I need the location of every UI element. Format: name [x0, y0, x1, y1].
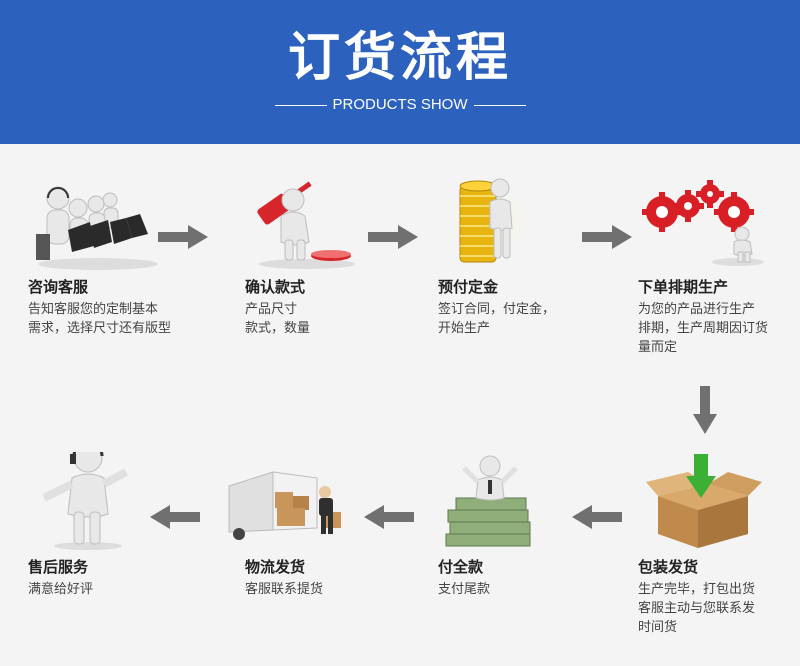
step-desc-line: 开始生产 — [438, 321, 491, 336]
step-name: 预付定金 — [438, 278, 499, 296]
headset-person-icon — [28, 452, 168, 552]
hammer-icon — [245, 172, 385, 272]
subtitle-line-right — [473, 104, 526, 106]
money-icon — [438, 452, 578, 552]
step-desc: 产品尺寸 款式，数量 — [245, 300, 415, 338]
step-name: 售后服务 — [28, 558, 89, 576]
step-desc-line: 支付尾款 — [438, 582, 491, 597]
step-desc-line: 排期，生产周期因订货 — [638, 321, 769, 336]
coins-icon — [438, 172, 578, 272]
step-name: 付全款 — [438, 558, 484, 576]
step-desc: 支付尾款 — [438, 580, 608, 599]
subtitle-line-left — [274, 104, 327, 106]
arrow-right-icon — [158, 222, 210, 252]
arrow-left-icon — [148, 502, 200, 532]
truck-icon — [225, 452, 365, 552]
step-desc: 为您的产品进行生产 排期，生产周期因订货 量而定 — [638, 300, 800, 357]
step-desc-line: 客服联系提货 — [245, 582, 324, 597]
step-name: 咨询客服 — [28, 278, 89, 296]
step-desc-line: 满意给好评 — [28, 582, 94, 597]
arrow-left-icon — [570, 502, 622, 532]
step-desc-line: 生产完毕，打包出货 — [638, 582, 756, 597]
step-desc-line: 客服主动与您联系发 — [638, 601, 756, 616]
step-name: 下单排期生产 — [638, 278, 729, 296]
step-desc: 签订合同，付定金， 开始生产 — [438, 300, 608, 338]
page-subtitle: PRODUCTS SHOW — [332, 96, 468, 113]
page-title: 订货流程 — [287, 28, 512, 88]
step-desc: 生产完毕，打包出货 客服主动与您联系发 时间货 — [638, 580, 800, 637]
arrow-right-icon — [368, 222, 420, 252]
step-desc-line: 时间货 — [638, 620, 678, 635]
gears-icon — [638, 172, 778, 272]
step-desc-line: 签订合同，付定金， — [438, 302, 556, 317]
step-desc-line: 款式，数量 — [245, 321, 311, 336]
step-desc-line: 告知客服您的定制基本 — [28, 302, 159, 317]
step-name: 包装发货 — [638, 558, 699, 576]
page-header: 订货流程 PRODUCTS SHOW — [0, 0, 800, 144]
step-desc: 告知客服您的定制基本 需求，选择尺寸还有版型 — [28, 300, 198, 338]
arrow-left-icon — [362, 502, 414, 532]
step-desc-line: 量而定 — [638, 340, 678, 355]
page-subtitle-row: PRODUCTS SHOW — [0, 95, 800, 115]
step-name: 物流发货 — [245, 558, 306, 576]
step-desc: 满意给好评 — [28, 580, 198, 599]
step-name: 确认款式 — [245, 278, 306, 296]
arrow-down-icon — [690, 386, 720, 436]
step-desc-line: 需求，选择尺寸还有版型 — [28, 321, 172, 336]
customer-service-icon — [28, 172, 168, 272]
step-desc-line: 产品尺寸 — [245, 302, 298, 317]
step-desc-line: 为您的产品进行生产 — [638, 302, 756, 317]
arrow-right-icon — [582, 222, 634, 252]
step-desc: 客服联系提货 — [245, 580, 415, 599]
box-icon — [638, 452, 778, 552]
